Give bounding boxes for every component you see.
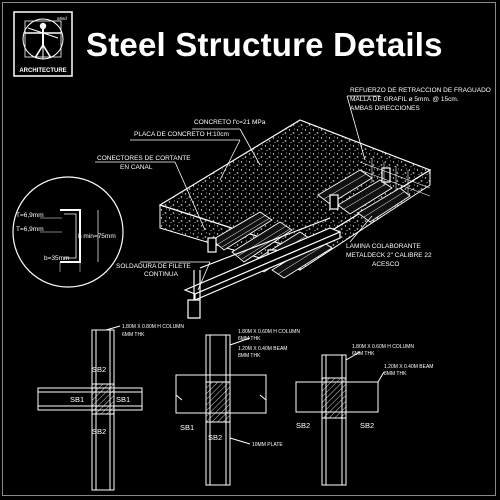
deck-label-2: METALDECK 2" CALIBRE 22 [346,252,432,259]
sb2-label-bottom-left: SB2 [92,427,106,436]
connection-detail-right [295,351,385,486]
left-detail-notes: 1.80M X 0.80M H COLUMN 6MM THK [122,324,184,338]
sb1-label-left-b: SB1 [116,395,130,404]
rebar-label-3: AMBAS DIRECCIONES [350,105,420,112]
slab-thickness-label: PLACA DE CONCRETO H:10cm [134,131,229,138]
rebar-label: REFUERZO DE RETRACCION DE FRAGUADO [350,87,491,94]
middle-detail-notes: 1.80M X 0.60M H COLUMN 6MM THK 1.20M X 0… [238,329,300,448]
thickness-label-web: T=6,9mm [16,226,44,233]
weld-label-2: CONTINUA [144,271,179,278]
sb2-label-top-left: SB2 [92,365,106,374]
callout-leaders [95,95,380,291]
thickness-label-top: T=6,9mm [16,212,44,219]
note-middle: 1.80M X 0.60M H COLUMN [238,329,300,335]
height-label: h min=75mm [78,233,116,240]
architecture-logo: Mind ARCHITECTURE [13,11,73,77]
column-note-left-2: 6MM THK [122,332,145,338]
drawing-border [2,2,496,496]
right-detail-notes: 1.80M X 0.60M H COLUMN 6MM THK 1.20M X 0… [352,344,433,377]
sb1-label-left-a: SB1 [70,395,84,404]
note-right-beam-2: 8MM THK [384,371,407,377]
right-detail-text: SB2 SB2 [296,421,374,430]
note-right-beam: 1.20M X 0.40M BEAM [384,364,433,370]
connectors-label: CONECTORES DE CORTANTE [97,155,191,162]
note-right: 1.80M X 0.60M H COLUMN [352,344,414,350]
rebar-mesh [359,158,431,197]
steel-beam [183,217,342,319]
channel-section-detail: T=6,9mm T=6,9mm h min=75mm b=35mm [12,176,124,288]
column-note-left: 1.80M X 0.80M H COLUMN [122,324,184,330]
note-middle-beam: 1.20M X 0.40M BEAM [238,346,287,352]
deck-label-3: ACESCO [372,261,399,268]
slab-callout-text: CONCRETO f'c=21 MPa PLACA DE CONCRETO H:… [97,87,491,278]
middle-detail-text: SB1 SB2 [180,423,222,442]
rebar-label-2: MALLA DE GRAFIL ø 5mm. @ 15cm. [350,96,459,103]
connection-detail-middle [175,334,267,486]
note-middle-beam-2: 8MM THK [238,353,261,359]
sb2-label-middle: SB2 [208,433,222,442]
connection-detail-left [37,325,143,491]
connectors-label-2: EN CANAL [120,164,153,171]
left-detail-text: SB2 SB1 SB1 SB2 [70,365,130,436]
logo-small-text: Mind [57,16,67,21]
width-label: b=35mm [44,255,69,262]
logo-caption: ARCHITECTURE [19,68,66,74]
concrete-label: CONCRETO f'c=21 MPa [194,119,266,126]
page-title: Steel Structure Details [86,26,443,63]
note-right-2: 6MM THK [352,351,375,357]
sb2-label-right-a: SB2 [296,421,310,430]
weld-label: SOLDADURA DE FILETE [116,263,191,270]
note-middle-2: 6MM THK [238,336,261,342]
note-plate: 10MM PLATE [252,442,283,448]
deck-label: LAMINA COLABORANTE [346,243,421,250]
sb2-label-right-b: SB2 [360,421,374,430]
sb1-label-middle: SB1 [180,423,194,432]
